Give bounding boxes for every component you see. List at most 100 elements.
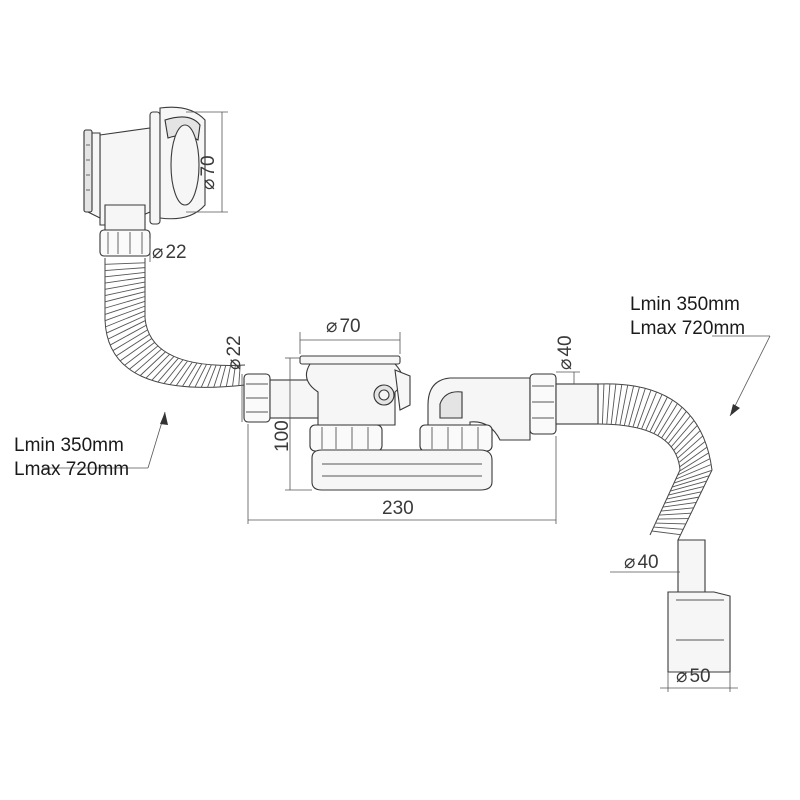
hose-rib (628, 386, 640, 427)
left-hose-lmin: Lmin 350mm (14, 435, 124, 456)
hose-rib (112, 329, 148, 352)
hose-rib (661, 507, 694, 512)
hose-rib (139, 351, 166, 376)
hose-rib (104, 267, 146, 271)
hose-rib (661, 406, 683, 439)
trap-body (243, 355, 599, 491)
hose-rib (104, 300, 146, 315)
hose-rib (188, 363, 203, 388)
outlet-hose-end-diameter-dimension: ⌀40 (610, 552, 680, 573)
hose-rib (207, 364, 217, 388)
outlet-hose-end-diameter-label: ⌀40 (624, 552, 659, 573)
hose-rib (636, 389, 652, 429)
hose-rib (225, 365, 232, 387)
hose-rib (678, 441, 706, 463)
left-hose-lmax: Lmax 720mm (14, 459, 129, 480)
outlet-pipe-diameter-dimension: ⌀50 (660, 666, 738, 692)
hose-rib (645, 394, 663, 431)
hose-rib (675, 430, 701, 455)
hose-rib (657, 403, 678, 436)
hose-rib (104, 271, 146, 278)
hose-rib (232, 365, 236, 387)
overflow-diameter-dimension: ⌀70 (186, 111, 228, 213)
trap-inlet-diameter-label: ⌀22 (224, 335, 245, 370)
outlet-diameter-label: ⌀40 (555, 335, 576, 370)
hose-rib (107, 320, 146, 340)
trap-length-dimension: 230 (247, 424, 557, 524)
hose-rib (104, 291, 146, 303)
hose-rib (662, 502, 697, 508)
hose-rib (615, 384, 623, 425)
trap-inlet-diameter-dimension: ⌀22 (224, 335, 245, 422)
hose-rib (670, 420, 695, 448)
hose-rib (238, 365, 241, 386)
hose-rib (213, 365, 222, 388)
right-hose-lmax: Lmax 720mm (630, 318, 745, 339)
hose-rib (175, 361, 193, 386)
hose-rib (668, 485, 705, 496)
hose-rib (632, 388, 646, 428)
right-flex-hose (597, 383, 713, 541)
hose-rib (104, 262, 146, 265)
trap-height-label: 100 (272, 420, 293, 452)
hose-rib (601, 383, 605, 425)
overflow-assembly (83, 106, 206, 233)
hose-rib (653, 526, 684, 530)
left-hose-length: Lmin 350mm Lmax 720mm (14, 411, 168, 480)
hose-rib (673, 425, 698, 451)
hose-rib (673, 469, 712, 484)
left-flex-hose (104, 258, 246, 388)
hose-rib (679, 446, 708, 468)
hose-rib (104, 281, 146, 290)
hose-rib (104, 286, 146, 297)
hose-rib (194, 364, 207, 388)
hose-rib (653, 399, 673, 434)
hose-rib (679, 452, 709, 472)
hose-rib (677, 458, 711, 476)
drain-diameter-dimension: ⌀70 (299, 316, 401, 354)
drain-diameter-label: ⌀70 (326, 316, 361, 337)
hose-rib (659, 512, 692, 516)
hose-rib (677, 435, 704, 459)
hose-rib (651, 530, 681, 536)
hose-rib (664, 411, 687, 441)
hose-rib (134, 348, 162, 373)
right-hose-lmin: Lmin 350mm (630, 294, 740, 315)
hose-rib (145, 353, 170, 379)
hose-rib (115, 333, 150, 357)
hose-rib (623, 385, 635, 426)
hose-rib (151, 356, 175, 381)
hose-rib (124, 342, 155, 366)
hose-rib (670, 480, 707, 492)
trap-height-dimension: 100 (272, 357, 312, 491)
overflow-nut (99, 229, 151, 257)
outlet-pipe (667, 539, 731, 673)
hose-rib (619, 384, 629, 426)
hose-rib (610, 384, 617, 425)
hose-rib (200, 364, 212, 388)
hose-rib (105, 310, 146, 328)
hose-rib (163, 359, 184, 384)
hose-rib (106, 315, 146, 334)
trap-length-label: 230 (382, 498, 414, 519)
hose-rib (182, 362, 198, 387)
hose-rib (606, 383, 611, 425)
hose-rib (671, 475, 710, 488)
hose-rib (129, 345, 159, 370)
hose-rib (219, 365, 227, 388)
hose-rib (109, 324, 147, 346)
hose-rib (104, 276, 146, 284)
right-hose-length: Lmin 350mm Lmax 720mm (630, 294, 771, 417)
hose-rib (641, 391, 658, 430)
overflow-hose-diameter-dimension: ⌀22 (149, 238, 187, 263)
hose-rib (666, 491, 702, 500)
outlet-diameter-dimension: ⌀40 (555, 335, 580, 384)
overflow-hose-diameter-label: ⌀22 (152, 242, 187, 263)
hose-rib (157, 357, 179, 383)
overflow-diameter-label: ⌀70 (198, 155, 219, 190)
hose-rib (675, 464, 712, 480)
hose-rib (104, 296, 146, 309)
outlet-pipe-diameter-label: ⌀50 (676, 666, 711, 687)
hose-rib (664, 496, 699, 504)
